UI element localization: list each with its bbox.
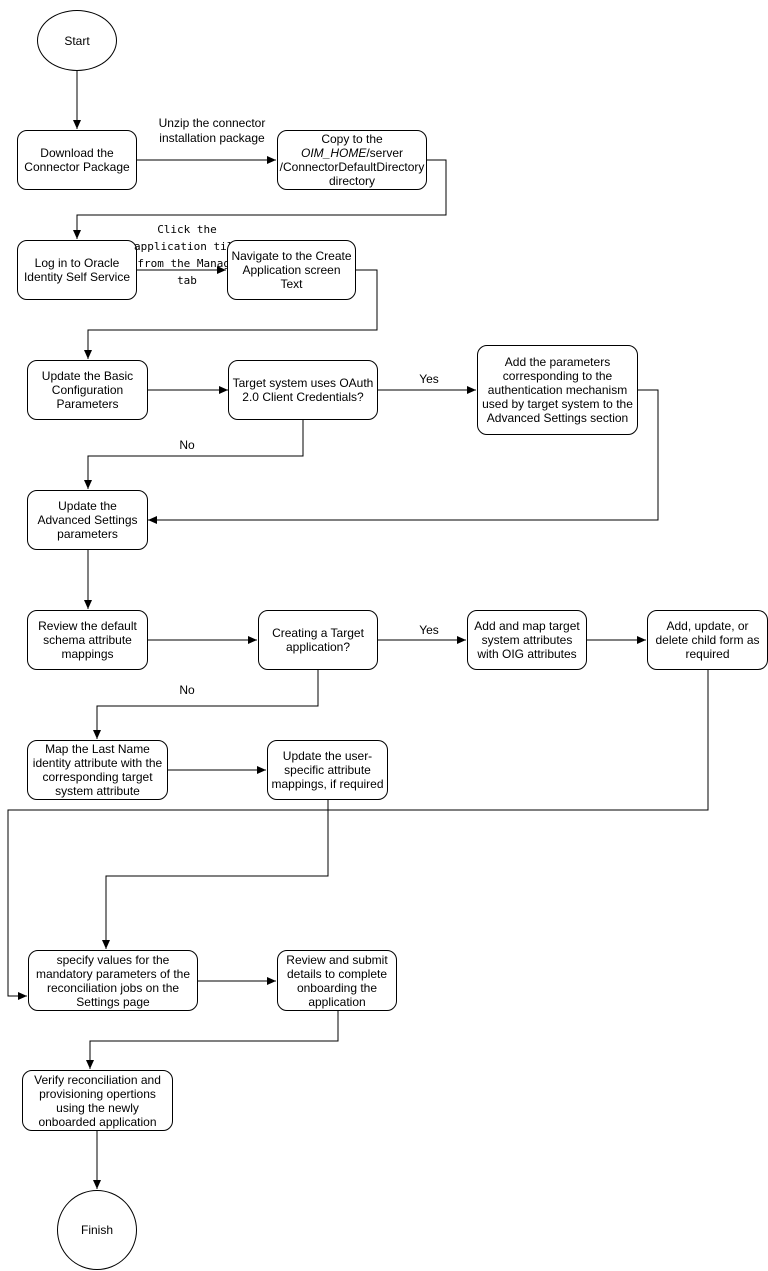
oauth-decision-step: Target system uses OAuth 2.0 Client Cred… xyxy=(228,360,378,420)
review-schema-mappings-step: Review the default schema attribute mapp… xyxy=(27,610,148,670)
edge-oauth-no-advanced xyxy=(84,420,304,489)
edge-childform-specify xyxy=(7,670,709,1000)
copy-line-4: directory xyxy=(329,174,376,188)
oim-home-text: OIM_HOME xyxy=(300,146,367,160)
copy-to-directory-step: Copy to the OIM_HOME/server /ConnectorDe… xyxy=(277,130,427,190)
finish-node: Finish xyxy=(57,1190,137,1270)
edge-copy-login xyxy=(73,159,447,239)
add-map-target-attributes-step: Add and map target system attributes wit… xyxy=(467,610,587,670)
navigate-create-application-step: Navigate to the Create Application scree… xyxy=(227,240,356,300)
click-tile-edge-label: Click the application tile from the Mana… xyxy=(134,223,240,287)
update-advanced-settings-step: Update the Advanced Settings parameters xyxy=(27,490,148,550)
start-node: Start xyxy=(37,10,117,71)
copy-server-text: /server xyxy=(366,146,404,160)
copy-line-1: Copy to the xyxy=(321,132,383,146)
target-no-label: No xyxy=(179,683,195,697)
review-submit-step: Review and submit details to complete on… xyxy=(277,950,397,1011)
update-user-attribute-mappings-step: Update the user-specific attribute mappi… xyxy=(267,740,388,800)
oauth-yes-label: Yes xyxy=(419,372,439,386)
unzip-edge-label: Unzip the connector installation package xyxy=(158,116,266,145)
target-yes-label: Yes xyxy=(419,623,439,637)
copy-line-3: /ConnectorDefaultDirectory xyxy=(279,160,425,174)
edge-creating-no-lastname xyxy=(93,670,319,739)
oauth-no-label: No xyxy=(179,438,195,452)
specify-reconciliation-values-step: specify values for the mandatory paramet… xyxy=(28,950,198,1011)
login-step: Log in to Oracle Identity Self Service xyxy=(17,240,137,300)
creating-target-decision-step: Creating a Target application? xyxy=(258,610,378,670)
map-last-name-step: Map the Last Name identity attribute wit… xyxy=(27,740,168,800)
download-connector-step: Download the Connector Package xyxy=(17,130,137,190)
edge-updateuser-specify xyxy=(102,800,329,949)
edge-addparams-advanced xyxy=(148,389,659,524)
update-basic-configuration-step: Update the Basic Configuration Parameter… xyxy=(27,360,148,420)
verify-operations-step: Verify reconciliation and provisioning o… xyxy=(22,1070,173,1131)
edge-navigate-update-basic xyxy=(84,269,378,359)
copy-line-2: OIM_HOME/server xyxy=(280,146,425,160)
add-authentication-parameters-step: Add the parameters corresponding to the … xyxy=(477,345,638,435)
child-form-step: Add, update, or delete child form as req… xyxy=(647,610,768,670)
edge-submit-verify xyxy=(86,1011,339,1069)
